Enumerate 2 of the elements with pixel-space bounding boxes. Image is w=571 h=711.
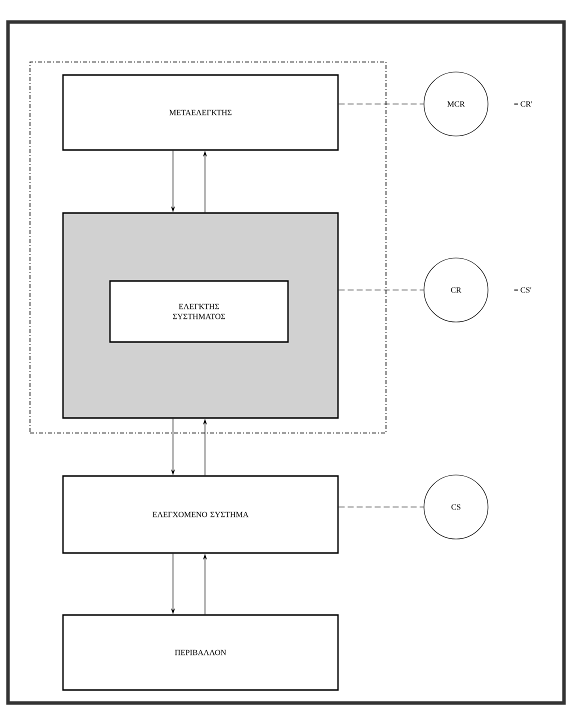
dashed-boundary	[30, 62, 386, 434]
connector-line	[338, 506, 424, 508]
